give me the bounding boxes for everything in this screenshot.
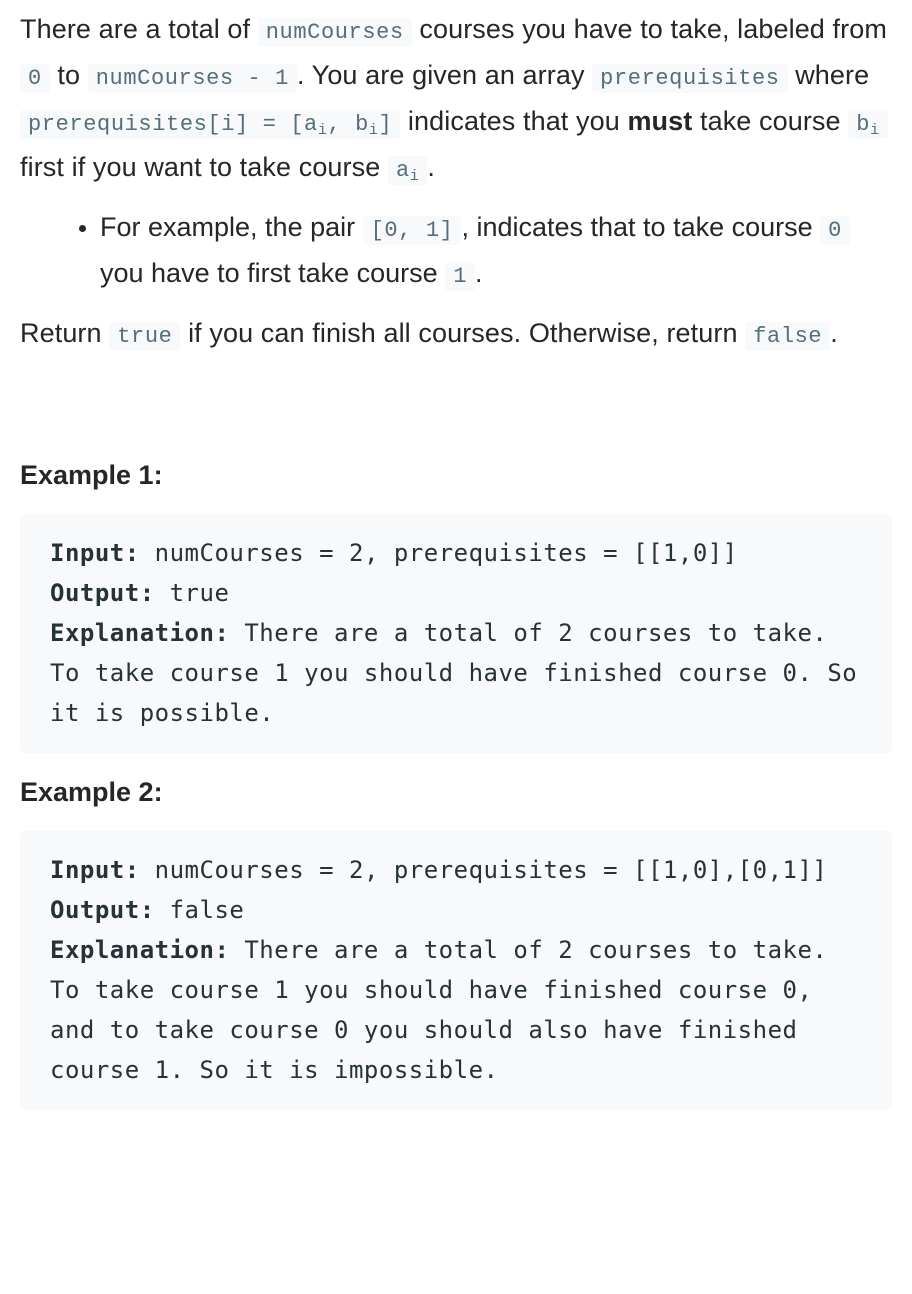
- example-1-title: Example 1:: [20, 460, 163, 490]
- code-b-i: bi: [848, 110, 888, 139]
- intro-text: to: [49, 60, 88, 90]
- intro-paragraph: There are a total of numCourses courses …: [20, 8, 892, 192]
- intro-text: take course: [692, 106, 849, 136]
- code-a-i: ai: [387, 156, 428, 185]
- code-zero: 0: [820, 216, 850, 245]
- intro-text: courses you have to take, labeled from: [411, 14, 887, 44]
- code-one: 1: [445, 262, 475, 291]
- example-1-output: Output: true: [50, 579, 230, 607]
- example-note-list: For example, the pair [0, 1], indicates …: [20, 206, 892, 298]
- return-paragraph: Return true if you can finish all course…: [20, 318, 838, 351]
- example-1-explanation: Explanation: There are a total of 2 cour…: [50, 619, 858, 727]
- code-pair: [0, 1]: [362, 216, 462, 245]
- example-1-block: Input: numCourses = 2, prerequisites = […: [20, 514, 892, 753]
- example-2-block: Input: numCourses = 2, prerequisites = […: [20, 831, 892, 1110]
- intro-text: where: [787, 60, 870, 90]
- list-item: For example, the pair [0, 1], indicates …: [100, 206, 892, 298]
- example-1-input: Input: numCourses = 2, prerequisites = […: [50, 539, 738, 567]
- code-prerequisites-pair: prerequisites[i] = [ai, bi]: [20, 110, 401, 139]
- code-true: true: [109, 322, 181, 351]
- example-2-input: Input: numCourses = 2, prerequisites = […: [50, 856, 828, 884]
- emphasis-must: must: [627, 106, 693, 136]
- code-zero: 0: [20, 64, 50, 93]
- intro-text: indicates that you: [400, 106, 628, 136]
- example-2-title: Example 2:: [20, 777, 163, 807]
- example-2-explanation: Explanation: There are a total of 2 cour…: [50, 936, 828, 1084]
- example-2-output: Output: false: [50, 896, 245, 924]
- intro-text: first if you want to take course: [20, 152, 388, 182]
- intro-text: .: [427, 152, 435, 182]
- code-numcourses-minus-one: numCourses - 1: [87, 64, 297, 93]
- code-false: false: [745, 322, 831, 351]
- code-numcourses: numCourses: [257, 18, 412, 47]
- intro-text: . You are given an array: [296, 60, 593, 90]
- problem-description: There are a total of numCourses courses …: [20, 8, 892, 1110]
- intro-text: There are a total of: [20, 14, 258, 44]
- code-prerequisites: prerequisites: [592, 64, 788, 93]
